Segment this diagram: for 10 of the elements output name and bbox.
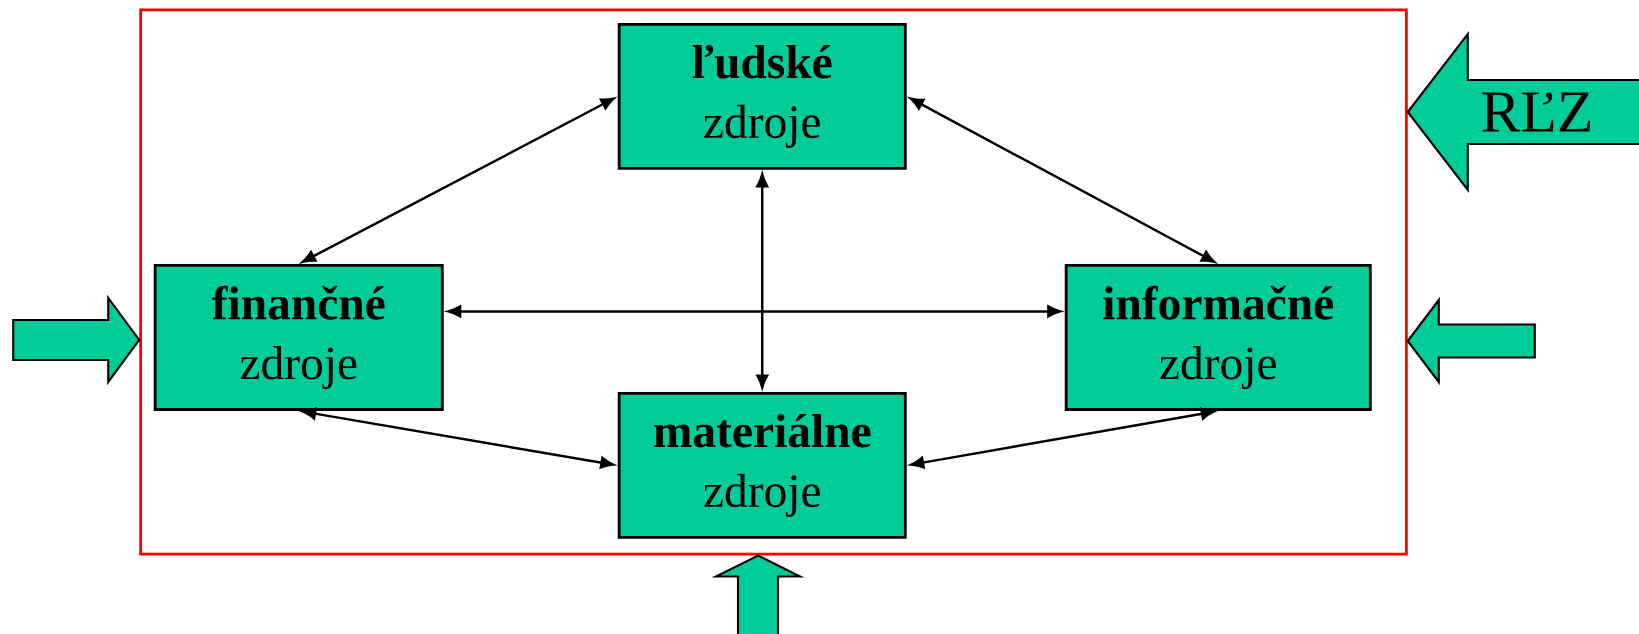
arrow (301, 97, 615, 263)
arrow (302, 407, 615, 469)
resource-box: ľudské zdroje (617, 23, 907, 170)
resource-box: materiálne zdroje (617, 392, 907, 539)
arrow (756, 173, 769, 389)
resource-box: informačné zdroje (1064, 263, 1372, 411)
frame-box (139, 8, 1408, 556)
resource-box: finančné zdroje (153, 263, 444, 411)
arrow (909, 97, 1216, 263)
edge-label: RĽZ (1477, 88, 1597, 136)
